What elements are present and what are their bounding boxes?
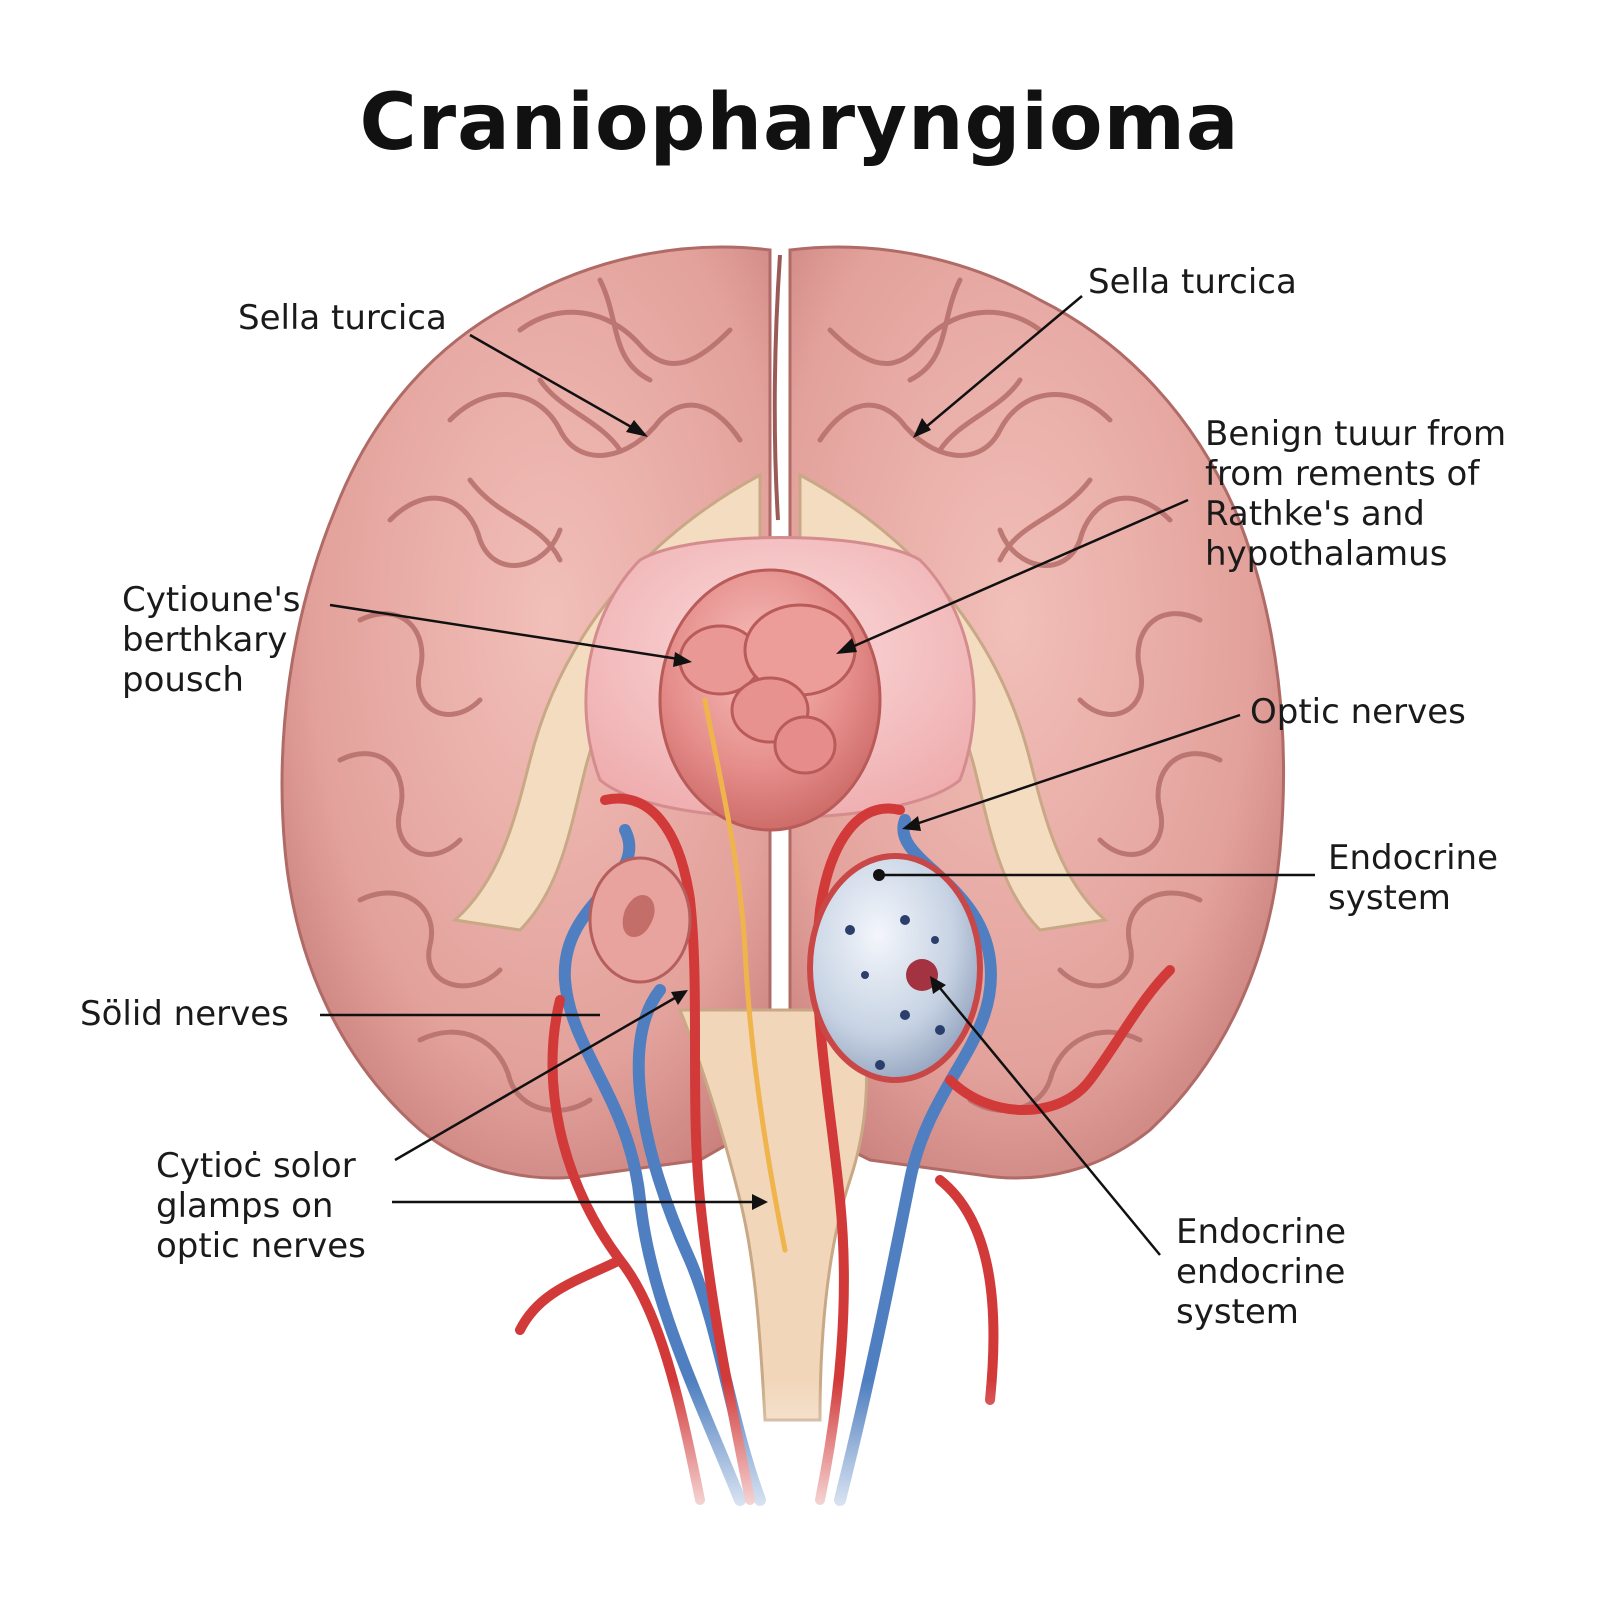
right-gyri [817,277,1223,1113]
left-gyri [337,277,743,1113]
dot-endocrine-system [873,869,885,881]
leader-cytioc-upper [394,993,681,1162]
leader-benign [844,498,1189,652]
label-benign-tumor: Benign tuɯr from from rements of Rathke'… [1205,414,1507,574]
arrow-benign [836,638,857,654]
optic-nerve [702,697,788,1253]
arrow-cytioune [673,652,692,667]
label-solid-nerves: Sölid nerves [80,994,289,1034]
small-cyst [588,856,692,984]
leader-lines [320,295,1315,1256]
leader-cytioune [329,603,686,662]
arrow-cytioc-lower [752,1194,768,1210]
tumor [658,568,882,832]
arrow-sella-left [626,420,648,437]
arrow-cytioc-upper [671,990,688,1005]
label-sella-right: Sella turcica [1088,262,1297,302]
label-optic-nerves: Optic nerves [1250,692,1466,732]
arrow-sella-right [913,418,931,438]
blue-cyst [807,853,983,1083]
leader-endocrine-endocrine [934,981,1161,1256]
arrow-optic [902,816,921,831]
arrowheads [626,418,946,1210]
label-cytioune: Cytioune's berthkary pousch [122,580,301,700]
label-endocrine-endocrine: Endocrine endocrine system [1176,1212,1346,1332]
arrow-endocrine-endocrine [930,976,946,994]
leader-optic [909,713,1241,828]
page-title: Craniopharyngioma [359,78,1240,168]
longitudinal-fissure [772,254,782,521]
label-cytioc-solor: Cytioċ solor glamps on optic nerves [156,1146,366,1266]
label-sella-left: Sella turcica [238,298,447,338]
leader-sella-left [469,333,641,434]
label-endocrine-system: Endocrine system [1328,838,1498,918]
leader-sella-right [919,295,1083,433]
